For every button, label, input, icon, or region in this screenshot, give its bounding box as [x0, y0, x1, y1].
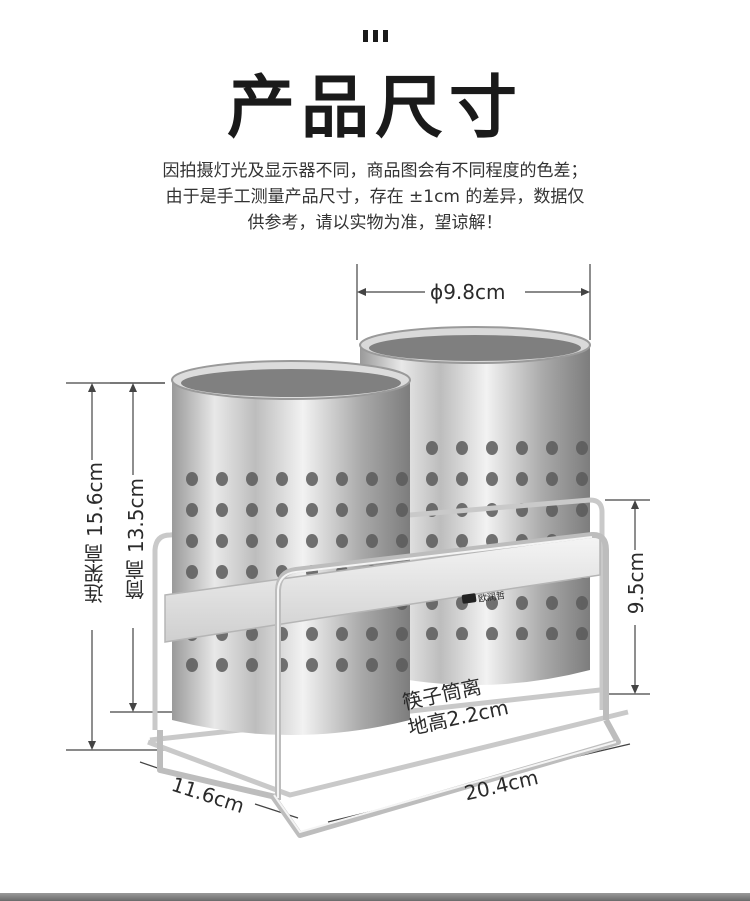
disclaimer-text: 因拍摄灯光及显示器不同，商品图会有不同程度的色差； 由于是手工测量产品尺寸，存在…	[0, 158, 750, 236]
disclaimer-line-2: 由于是手工测量产品尺寸，存在 ±1cm 的差异，数据仅	[165, 187, 585, 207]
disclaimer-line-3: 供参考，请以实物为准，望谅解！	[247, 213, 503, 233]
cup-height-label: 筒高 13.5cm	[124, 478, 148, 600]
footer-bar	[0, 893, 750, 901]
product-illustration	[66, 264, 650, 838]
front-cup	[171, 360, 411, 735]
rack-height-label: 连架高 15.6cm	[83, 462, 107, 604]
product-figure: ϕ9.8cm 连架高 15.6cm 筒高 13.5cm 9.5cm 筷子筒离 地…	[0, 250, 750, 870]
title-decoration	[363, 30, 389, 42]
side-height-label: 9.5cm	[624, 552, 648, 615]
diameter-label: ϕ9.8cm	[430, 280, 506, 304]
page-title: 产品尺寸	[226, 69, 523, 148]
disclaimer-line-1: 因拍摄灯光及显示器不同，商品图会有不同程度的色差；	[162, 161, 588, 181]
